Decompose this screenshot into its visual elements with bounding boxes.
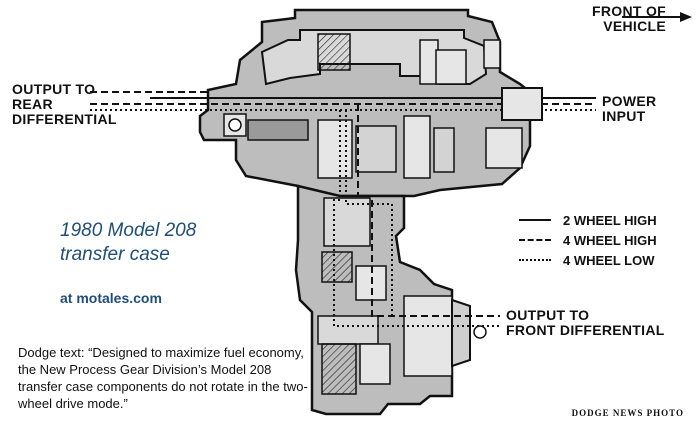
label-output-front-line2: FRONT DIFFERENTIAL <box>506 322 665 338</box>
legend-item-4-wheel-low: 4 WHEEL LOW <box>519 252 654 268</box>
caption-title: 1980 Model 208 transfer case <box>60 219 196 267</box>
legend-label: 4 WHEEL LOW <box>563 252 655 268</box>
legend-dotted-line <box>519 259 551 261</box>
label-output-rear: OUTPUT TO REAR DIFFERENTIAL <box>12 82 117 127</box>
legend-item-2-wheel-high: 2 WHEEL HIGH <box>519 212 657 228</box>
label-output-rear-line1: OUTPUT TO <box>12 81 96 97</box>
label-power-input: POWER INPUT <box>602 94 656 124</box>
label-output-front-line1: OUTPUT TO <box>506 307 590 323</box>
legend-item-4-wheel-high: 4 WHEEL HIGH <box>519 232 657 248</box>
label-front-of-vehicle-line2: VEHICLE <box>603 18 666 34</box>
input-housing <box>501 87 543 121</box>
legend-label: 2 WHEEL HIGH <box>563 212 657 228</box>
label-power-input-line1: POWER <box>602 93 657 109</box>
legend-label: 4 WHEEL HIGH <box>563 232 657 248</box>
legend-solid-line <box>519 219 551 221</box>
caption-title-line1: 1980 Model 208 <box>60 220 197 241</box>
caption-title-line2: transfer case <box>60 244 170 265</box>
label-front-of-vehicle: FRONT OF VEHICLE <box>548 4 666 34</box>
photo-credit: DODGE NEWS PHOTO <box>571 408 684 418</box>
dodge-quote: Dodge text: “Designed to maximize fuel e… <box>18 345 308 411</box>
label-power-input-line2: INPUT <box>602 108 646 124</box>
site-credit: at motales.com <box>60 290 162 306</box>
lower-casing <box>294 184 487 416</box>
legend-dashed-line <box>519 239 551 241</box>
label-output-rear-line2: REAR <box>12 96 53 112</box>
label-front-of-vehicle-line1: FRONT OF <box>592 3 666 19</box>
front-direction-arrow <box>622 12 692 22</box>
label-output-rear-line3: DIFFERENTIAL <box>12 111 117 127</box>
label-output-front: OUTPUT TO FRONT DIFFERENTIAL <box>506 308 665 338</box>
